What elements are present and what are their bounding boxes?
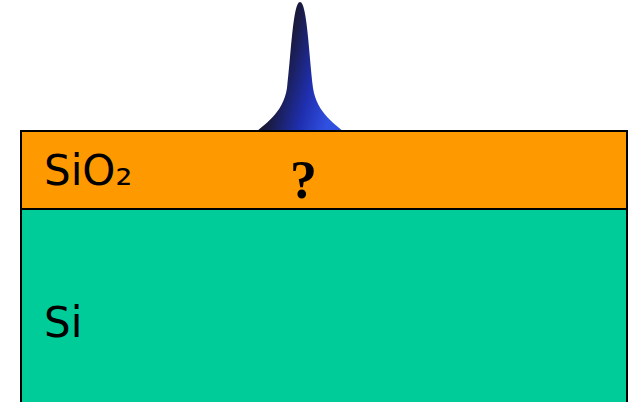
layer-label: Si (44, 298, 82, 347)
silicon-substrate: Si (20, 208, 628, 402)
layer-label: SiO₂ (44, 146, 132, 195)
question-mark: ? (290, 153, 317, 207)
oxide-layer: SiO₂ (20, 130, 628, 210)
probe-tip-shape (254, 2, 346, 134)
